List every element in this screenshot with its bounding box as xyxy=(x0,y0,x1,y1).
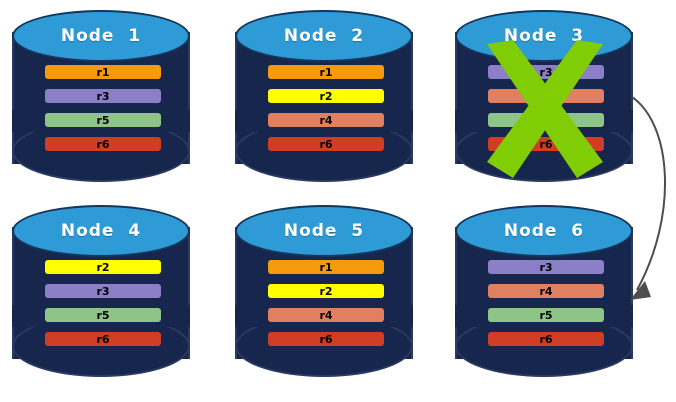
node-3-label: Node 3 xyxy=(503,26,585,46)
node-5-records: r1 r2 r4 r6 xyxy=(268,260,384,346)
node-6-cylinder-top xyxy=(455,205,633,257)
record-bar[interactable]: r6 xyxy=(488,332,604,346)
record-bar[interactable]: r6 xyxy=(45,332,161,346)
node-4-cylinder-top xyxy=(12,205,190,257)
record-bar[interactable]: r1 xyxy=(268,65,384,79)
record-bar[interactable]: r5 xyxy=(45,308,161,322)
record-bar[interactable]: r2 xyxy=(268,89,384,103)
record-bar[interactable]: r4 xyxy=(268,113,384,127)
node-4-records: r2 r3 r5 r6 xyxy=(45,260,161,346)
node-6-label: Node 6 xyxy=(503,221,585,241)
record-bar[interactable]: r6 xyxy=(488,137,604,151)
node-2-records: r1 r2 r4 r6 xyxy=(268,65,384,151)
node-5-cylinder-top xyxy=(235,205,413,257)
record-bar[interactable]: r3 xyxy=(488,65,604,79)
record-bar[interactable]: r4 xyxy=(268,308,384,322)
record-bar[interactable]: r3 xyxy=(45,89,161,103)
record-bar[interactable]: r5 xyxy=(488,113,604,127)
node-3[interactable]: Node 3 r3 r4 r5 r6 xyxy=(455,10,633,186)
record-bar[interactable]: r6 xyxy=(45,137,161,151)
record-bar[interactable]: r2 xyxy=(45,260,161,274)
node-1-records: r1 r3 r5 r6 xyxy=(45,65,161,151)
node-6-records: r3 r4 r5 r6 xyxy=(488,260,604,346)
node-5[interactable]: Node 5 r1 r2 r4 r6 xyxy=(235,205,413,381)
record-bar[interactable]: r1 xyxy=(268,260,384,274)
node-2-label: Node 2 xyxy=(283,26,365,46)
migration-arrow-path xyxy=(631,96,667,291)
node-4-label: Node 4 xyxy=(60,221,142,241)
node-4[interactable]: Node 4 r2 r3 r5 r6 xyxy=(12,205,190,381)
node-1-cylinder-top xyxy=(12,10,190,62)
migration-arrow-head xyxy=(630,281,651,300)
node-2-cylinder-top xyxy=(235,10,413,62)
record-bar[interactable]: r5 xyxy=(488,308,604,322)
record-bar[interactable]: r1 xyxy=(45,65,161,79)
node-2[interactable]: Node 2 r1 r2 r4 r6 xyxy=(235,10,413,186)
record-bar[interactable]: r4 xyxy=(488,89,604,103)
record-bar[interactable]: r5 xyxy=(45,113,161,127)
node-3-records: r3 r4 r5 r6 xyxy=(488,65,604,151)
record-bar[interactable]: r3 xyxy=(45,284,161,298)
node-1-label: Node 1 xyxy=(60,26,142,46)
node-5-label: Node 5 xyxy=(283,221,365,241)
record-bar[interactable]: r2 xyxy=(268,284,384,298)
node-1[interactable]: Node 1 r1 r3 r5 r6 xyxy=(12,10,190,186)
record-bar[interactable]: r3 xyxy=(488,260,604,274)
record-bar[interactable]: r6 xyxy=(268,332,384,346)
record-bar[interactable]: r6 xyxy=(268,137,384,151)
record-bar[interactable]: r4 xyxy=(488,284,604,298)
node-6[interactable]: Node 6 r3 r4 r5 r6 xyxy=(455,205,633,381)
